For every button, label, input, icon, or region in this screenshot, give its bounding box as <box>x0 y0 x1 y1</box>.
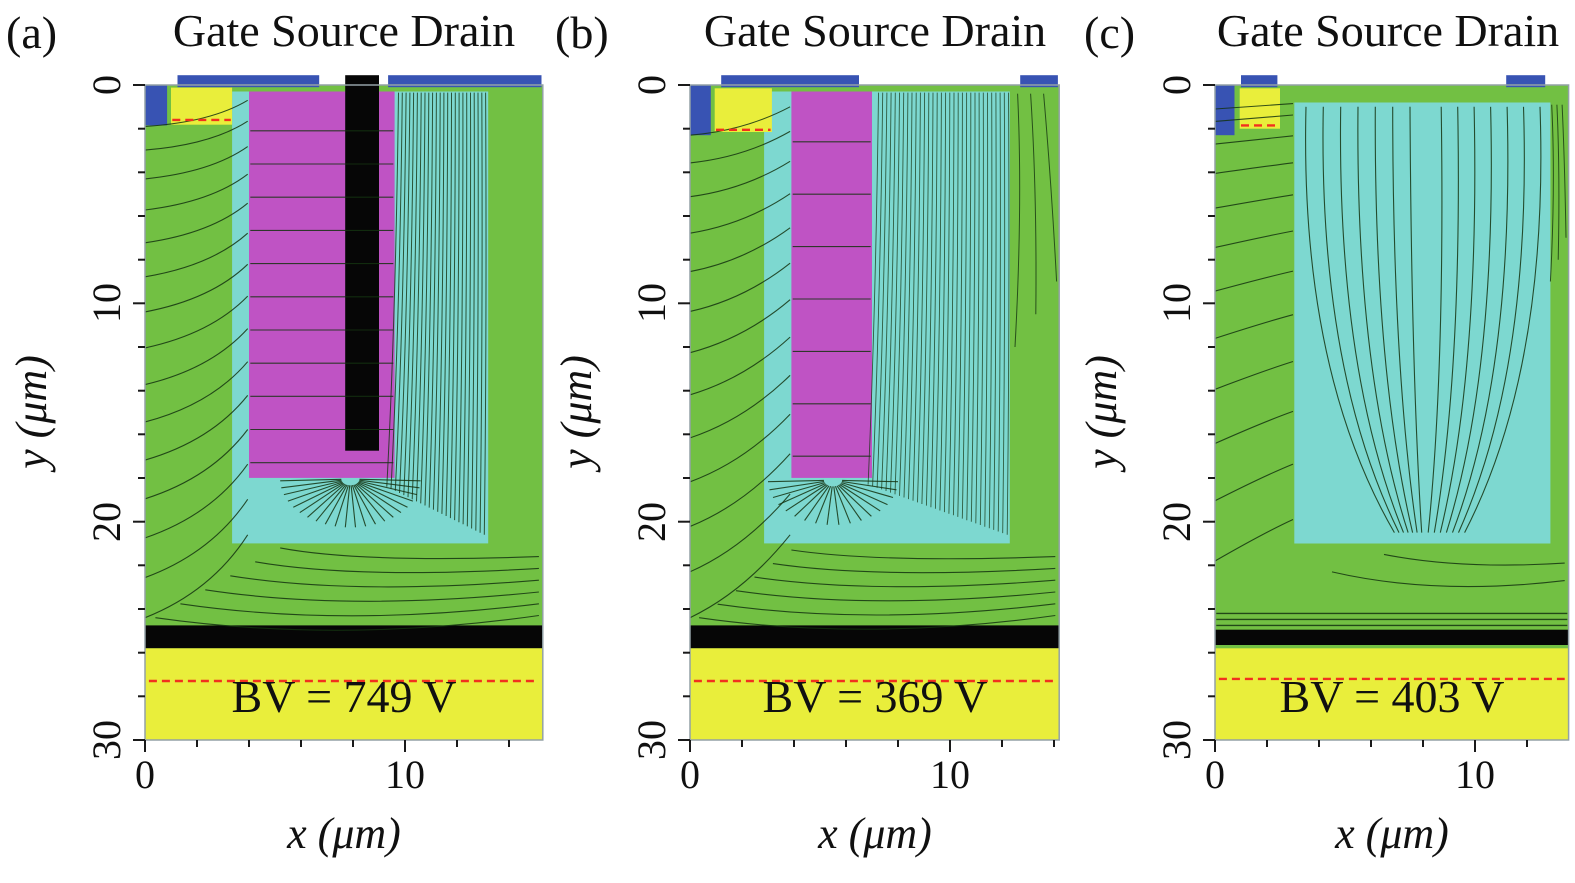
plot-area <box>1203 75 1570 752</box>
x-tick-label: 10 <box>1455 752 1495 797</box>
drain-contact <box>1020 75 1058 88</box>
x-axis-label: x (μm) <box>817 809 932 858</box>
drain-contact <box>1506 75 1546 88</box>
plot-frame <box>144 84 544 741</box>
panel-b: (b) Gate Source Drain 0 10 20 30 0 10 x … <box>552 5 1060 858</box>
y-tick-label: 20 <box>629 502 674 542</box>
equipotential-contours <box>690 92 1058 630</box>
gate-contact <box>1215 85 1235 136</box>
y-tick-label: 30 <box>629 720 674 760</box>
substrate-interface <box>145 625 543 649</box>
axis-ticks <box>1203 84 1528 752</box>
breakdown-voltage-label: BV = 403 V <box>1280 671 1505 722</box>
equipotential-contours <box>145 92 539 631</box>
y-tick-label: 20 <box>1154 502 1199 542</box>
depletion-region <box>1294 102 1551 544</box>
gate-contact <box>145 85 168 126</box>
x-tick-label: 10 <box>385 752 425 797</box>
source-contact <box>1241 75 1278 88</box>
source-region <box>714 88 772 132</box>
x-axis-label: x (μm) <box>1334 809 1449 858</box>
substrate <box>1215 648 1569 740</box>
x-tick-label: 10 <box>930 752 970 797</box>
panel-label: (a) <box>6 7 57 58</box>
y-tick-label: 0 <box>629 75 674 95</box>
p-pillar <box>791 91 872 478</box>
plot-frame <box>689 84 1060 741</box>
panel-c: (c) Gate Source Drain 0 10 20 30 0 10 x … <box>1077 5 1570 858</box>
plot-area <box>678 75 1060 752</box>
x-tick-label: 0 <box>135 752 155 797</box>
y-tick-label: 30 <box>1154 720 1199 760</box>
y-tick-label: 0 <box>1154 75 1199 95</box>
x-tick-label: 0 <box>680 752 700 797</box>
panel-title: Gate Source Drain <box>704 5 1046 56</box>
panel-title: Gate Source Drain <box>173 5 515 56</box>
x-tick-label: 0 <box>1205 752 1225 797</box>
breakdown-voltage-label: BV = 749 V <box>232 671 457 722</box>
panel-a: (a) Gate Source Drain 0 10 20 30 0 10 x … <box>6 5 544 858</box>
source-contact <box>721 75 859 88</box>
panel-label: (c) <box>1084 7 1135 58</box>
y-tick-label: 0 <box>84 75 129 95</box>
panel-label: (b) <box>555 7 609 58</box>
substrate-interface <box>690 625 1060 649</box>
substrate <box>145 648 543 740</box>
drain-contact <box>388 75 542 88</box>
trench-fill <box>345 75 379 451</box>
x-axis-label: x (μm) <box>286 809 401 858</box>
device-regions <box>1215 75 1569 740</box>
device-regions <box>690 75 1060 740</box>
substrate-interface <box>1215 629 1569 645</box>
substrate <box>690 648 1060 740</box>
source-contact <box>177 75 320 88</box>
y-axis-label: y (μm) <box>1077 355 1126 473</box>
breakdown-voltage-label: BV = 369 V <box>763 671 988 722</box>
y-tick-label: 10 <box>84 283 129 323</box>
y-tick-label: 10 <box>1154 283 1199 323</box>
gate-contact <box>690 85 711 136</box>
y-tick-label: 10 <box>629 283 674 323</box>
y-axis-label: y (μm) <box>7 355 56 473</box>
plot-area <box>133 75 544 752</box>
plot-frame <box>1214 84 1570 741</box>
panel-title: Gate Source Drain <box>1217 5 1559 56</box>
axis-ticks <box>133 84 510 752</box>
y-axis-label: y (μm) <box>552 355 601 473</box>
equipotential-contours <box>1215 103 1568 627</box>
y-tick-label: 30 <box>84 720 129 760</box>
y-tick-label: 20 <box>84 502 129 542</box>
device-regions <box>145 75 543 740</box>
source-region <box>1239 88 1280 129</box>
axis-ticks <box>678 84 1055 752</box>
